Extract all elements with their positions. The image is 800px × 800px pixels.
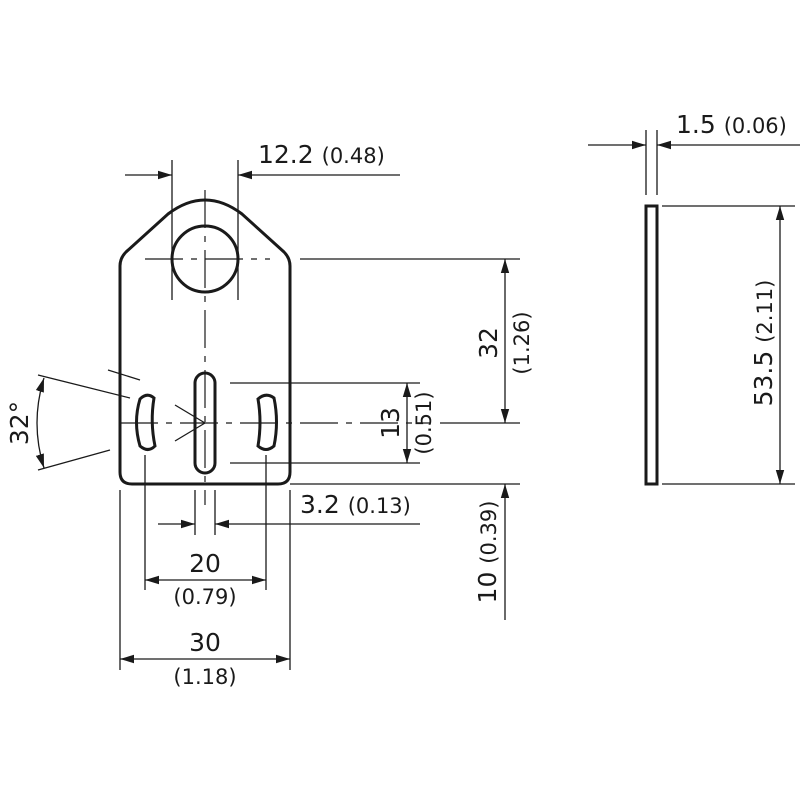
svg-text:(0.51): (0.51)	[412, 391, 436, 454]
dim-hole-width: 12.2 (0.48)	[258, 140, 385, 169]
plate-side-view	[588, 130, 800, 486]
svg-text:10 (0.39): 10 (0.39)	[473, 501, 502, 604]
svg-text:32: 32	[474, 327, 503, 359]
svg-text:32°: 32°	[5, 401, 34, 445]
dim-plate-width-inch: (1.18)	[173, 665, 236, 689]
dim-thickness: 1.5 (0.06)	[676, 110, 787, 139]
dim-slot-width: 3.2 (0.13)	[300, 490, 411, 519]
svg-text:(1.26): (1.26)	[510, 311, 534, 374]
dim-slot-spacing-inch: (0.79)	[173, 585, 236, 609]
dim-slot-spacing: 20	[189, 549, 221, 578]
dim-slot-length: 13 (0.51)	[376, 391, 436, 454]
dim-plate-height: 53.5 (2.11)	[749, 280, 778, 407]
dim-hole-to-slot: 32 (1.26)	[474, 311, 534, 374]
dim-plate-width: 30	[189, 628, 221, 657]
dim-angle: 32°	[5, 401, 34, 445]
left-curved-slot	[135, 393, 157, 451]
dimension-lines	[35, 160, 520, 670]
svg-text:53.5 (2.11): 53.5 (2.11)	[749, 280, 778, 407]
dim-slot-to-bottom: 10 (0.39)	[473, 501, 502, 604]
plate-front-view	[107, 190, 430, 505]
svg-text:13: 13	[376, 407, 405, 439]
right-curved-slot	[256, 393, 278, 451]
